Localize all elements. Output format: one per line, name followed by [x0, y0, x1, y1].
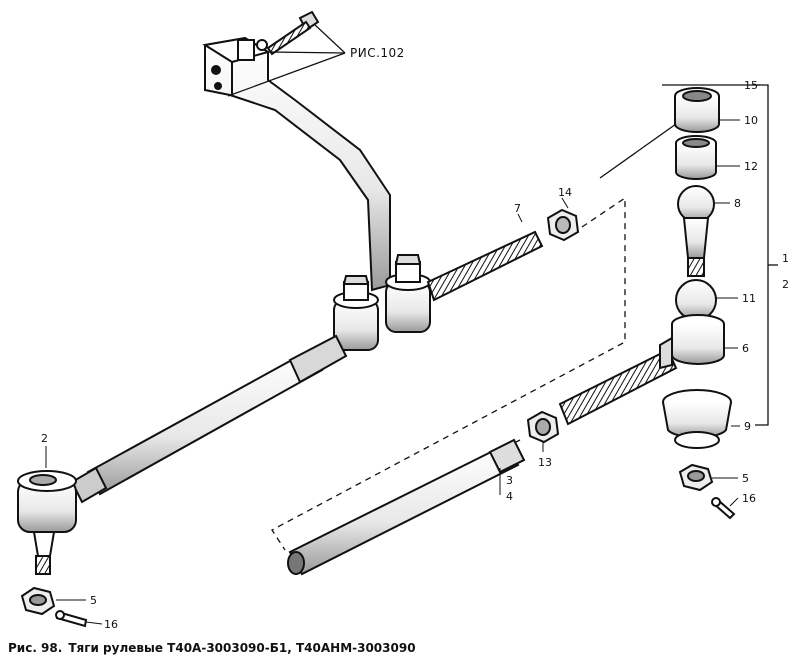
left-pin-16: [55, 610, 88, 628]
ring-10: [674, 87, 720, 133]
callout-leaders: [45, 119, 740, 625]
left-nut-5: [20, 586, 56, 616]
callout-13: 13: [538, 456, 552, 469]
callout-9: 9: [744, 420, 751, 433]
callout-5-left: 5: [90, 594, 97, 607]
callout-11: 11: [742, 292, 756, 305]
short-tie-rod: [287, 438, 526, 576]
callout-14: 14: [558, 186, 572, 199]
socket-6: [659, 314, 725, 370]
threaded-rod-7: [426, 230, 544, 302]
ball-11: [675, 279, 717, 321]
ball-pin-8: [677, 185, 715, 277]
figure-caption: Рис. 98. Тяги рулевые Т40А-3003090-Б1, Т4…: [8, 641, 422, 655]
right-nut-5: [678, 463, 714, 492]
right-pin-16: [711, 497, 736, 520]
caption-label: Рис. 98.: [8, 641, 63, 655]
figure-ref-label: РИС.102: [350, 46, 405, 60]
bushing-12: [675, 135, 717, 180]
nut-13: [526, 410, 560, 444]
callout-3: 3: [506, 474, 513, 487]
callout-16-left: 16: [104, 618, 118, 631]
callout-8: 8: [734, 197, 741, 210]
callout-6: 6: [742, 342, 749, 355]
caption-text: Тяги рулевые Т40А-3003090-Б1, Т40АНМ-300…: [68, 641, 416, 655]
callout-10: 10: [744, 114, 758, 127]
ref-leaders: [227, 23, 346, 97]
arm-bolt: [256, 10, 320, 56]
left-ball-joint: [17, 470, 77, 575]
callout-5-right: 5: [742, 472, 749, 485]
steering-arm: [202, 36, 391, 292]
callout-2-left: 2: [41, 432, 48, 445]
callout-1: 1: [782, 252, 789, 265]
callout-12: 12: [744, 160, 758, 173]
long-tie-rod: [70, 334, 348, 504]
callout-16-right: 16: [742, 492, 756, 505]
callout-7: 7: [514, 202, 521, 215]
bracket-1-2: [599, 84, 778, 426]
callout-2-bracket: 2: [782, 278, 789, 291]
callout-15: 15: [744, 79, 758, 92]
nut-14: [546, 208, 580, 242]
right-threaded-rod: [558, 348, 678, 426]
callout-4: 4: [506, 490, 513, 503]
center-ball-joints: [333, 254, 431, 351]
cap-9: [662, 389, 732, 449]
